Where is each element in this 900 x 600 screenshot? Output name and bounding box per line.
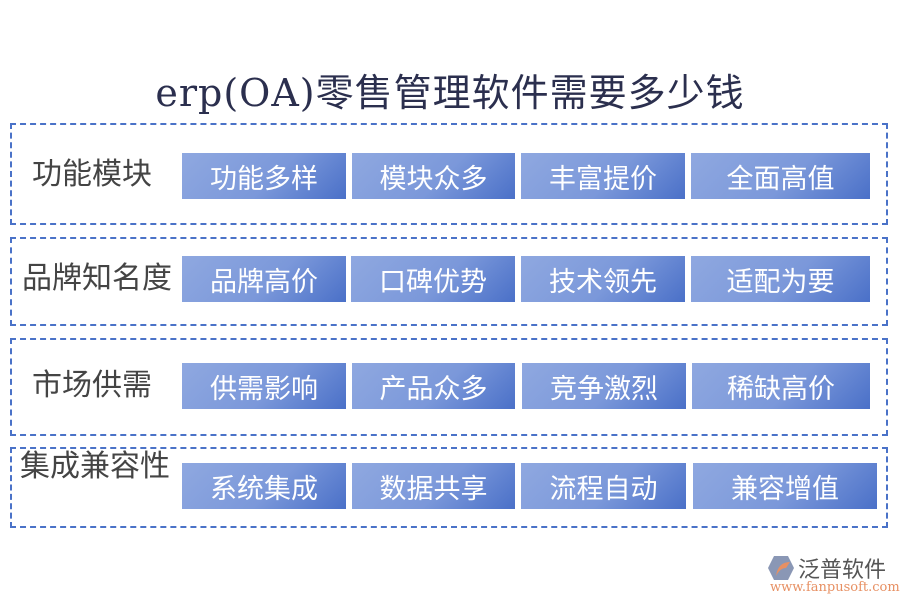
item-button: 口碑优势: [351, 256, 515, 302]
brand-logo: 泛普软件: [768, 552, 886, 584]
fanpu-logo-icon: [768, 556, 794, 580]
item-button: 稀缺高价: [692, 363, 870, 409]
logo-name: 泛普软件: [798, 558, 887, 583]
group-brand-awareness: [10, 237, 888, 326]
item-button: 供需影响: [182, 363, 346, 409]
item-button: 竞争激烈: [522, 363, 686, 409]
group-function-modules: [10, 123, 888, 225]
item-button: 丰富提价: [521, 153, 685, 199]
item-button: 适配为要: [691, 256, 870, 302]
group-market-supply-demand: [10, 338, 888, 436]
item-button: 全面高值: [691, 153, 870, 199]
page-title: erp(OA)零售管理软件需要多少钱: [155, 71, 745, 115]
group-integration-compatibility: [10, 447, 888, 528]
item-button: 数据共享: [352, 463, 515, 509]
group-label: 品牌知名度: [22, 261, 172, 296]
item-button: 兼容增值: [693, 463, 877, 509]
item-button: 流程自动: [521, 463, 686, 509]
group-label: 功能模块: [32, 157, 152, 192]
item-button: 系统集成: [182, 463, 346, 509]
group-label: 市场供需: [32, 368, 152, 403]
item-button: 技术领先: [521, 256, 685, 302]
item-button: 品牌高价: [182, 256, 346, 302]
logo-url: www.fanpusoft.com: [770, 580, 900, 595]
item-button: 模块众多: [352, 153, 515, 199]
item-button: 功能多样: [182, 153, 346, 199]
group-label: 集成兼容性: [20, 449, 170, 484]
item-button: 产品众多: [352, 363, 515, 409]
